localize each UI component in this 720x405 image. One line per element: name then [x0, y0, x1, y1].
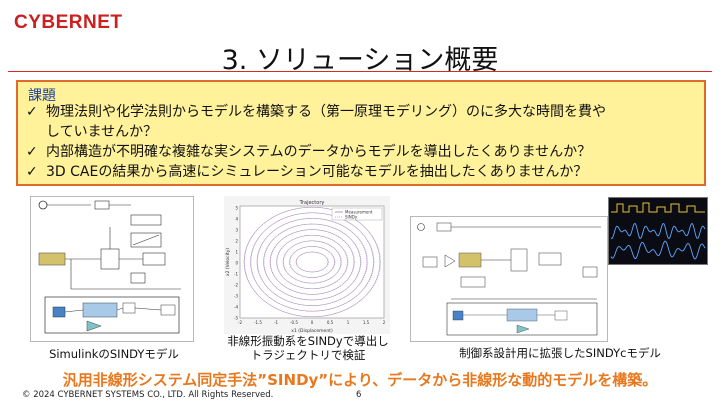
y-tick-label: 3 — [235, 228, 238, 233]
trajectory-plot: Trajectory Measurement SINDy -2 -1.5 -1 -0.… — [224, 196, 390, 334]
figure-caption-simulink-sindy: SimulinkのSINDYモデル — [49, 347, 179, 361]
x-axis-label: x1 (Displacement) — [291, 328, 333, 334]
plot-legend — [331, 207, 383, 221]
simulink-sindy-model-figure — [30, 196, 194, 342]
sindyc-block-diagram — [417, 222, 601, 336]
x-tick-label: 1 — [347, 320, 350, 325]
issue-text: 物理法則や化学法則からモデルを構築する（第一原理モデリング）のに多大な時間を費や — [46, 104, 606, 120]
issues-box: 課題 ✓ 物理法則や化学法則からモデルを構築する（第一原理モデリング）のに多大な時… — [16, 80, 706, 186]
copyright-footer: © 2024 CYBERNET SYSTEMS CO., LTD. All Ri… — [22, 390, 274, 400]
trajectory-plot-figure: Trajectory Measurement SINDy -2 -1.5 -1 -0.… — [224, 196, 390, 334]
title-divider — [8, 71, 712, 72]
x-tick-label: 1.5 — [363, 320, 370, 325]
sindy-trajectory — [270, 229, 355, 295]
caption-line-1: 非線形振動系をSINDyで導出し — [227, 334, 389, 348]
y-tick-label: -2 — [234, 283, 238, 288]
y-tick-label: -3 — [234, 294, 238, 299]
issue-item-3: ✓ 3D CAEの結果から高速にシミュレーション可能なモデルを抽出したくありません… — [26, 162, 696, 182]
y-tick-label: 5 — [235, 206, 238, 211]
x-tick-label: 0.5 — [327, 320, 334, 325]
legend-label-measurement: Measurement — [345, 210, 373, 215]
issue-item-2: ✓ 内部構造が不明確な複雑な実システムのデータからモデルを導出したくありませんか？ — [26, 142, 696, 162]
y-tick-label: -5 — [234, 316, 238, 321]
legend-label-sindy: SINDy — [345, 215, 358, 220]
figure-caption-sindyc: 制御系設計用に拡張したSINDYcモデル — [459, 346, 661, 360]
sindyc-model-figure — [410, 216, 608, 342]
sindy-trajectory — [276, 234, 349, 290]
check-icon: ✓ — [26, 144, 38, 160]
measurement-trajectory — [289, 246, 335, 278]
sindy-trajectory — [250, 212, 375, 312]
scope-signals — [610, 202, 706, 260]
issue-item-1: ✓ 物理法則や化学法則からモデルを構築する（第一原理モデリング）のに多大な時間を費… — [26, 102, 696, 142]
figure-caption-trajectory: 非線形振動系をSINDyで導出し トラジェクトリで検証 — [216, 334, 400, 362]
y-tick-label: 1 — [235, 250, 238, 255]
scope-signals-inset — [608, 197, 708, 265]
company-logo: CYBERNET — [14, 12, 123, 33]
x-tick-label: -2 — [238, 320, 242, 325]
x-tick-label: 2 — [383, 320, 386, 325]
sindy-trajectory — [283, 240, 342, 284]
issue-text: 内部構造が不明確な複雑な実システムのデータからモデルを導出したくありませんか？ — [46, 144, 592, 160]
y-tick-label: -1 — [234, 272, 238, 277]
issue-text: していませんか？ — [46, 124, 158, 140]
y-tick-label: 0 — [235, 261, 238, 266]
x-tick-label: 0 — [311, 320, 314, 325]
sindy-trajectory — [289, 246, 336, 278]
page-number: 6 — [356, 390, 362, 400]
simulink-block-diagram — [38, 200, 181, 334]
y-tick-label: 4 — [235, 217, 238, 222]
sindy-trajectory — [244, 206, 381, 318]
measurement-trajectory — [295, 251, 329, 273]
check-icon: ✓ — [26, 164, 38, 180]
caption-line-2: トラジェクトリで検証 — [250, 348, 366, 362]
y-tick-label: -4 — [234, 305, 238, 310]
issues-heading: 課題 — [28, 88, 56, 104]
slide-title: 3. ソリューション概要 — [221, 45, 499, 76]
y-tick-label: 2 — [235, 239, 238, 244]
plot-title: Trajectory — [299, 200, 325, 206]
x-tick-label: -1.5 — [254, 320, 262, 325]
summary-statement: 汎用非線形システム同定手法”SINDy”により、データから非線形な動的モデルを構… — [62, 371, 658, 389]
sindy-trajectory — [257, 218, 368, 306]
x-tick-label: -0.5 — [290, 320, 298, 325]
sindy-trajectory — [296, 251, 329, 273]
x-tick-label: -1 — [274, 320, 278, 325]
check-icon: ✓ — [26, 104, 38, 120]
sindy-trajectory — [263, 223, 362, 301]
measurement-trajectory — [269, 229, 355, 295]
issue-text: 3D CAEの結果から高速にシミュレーション可能なモデルを抽出したくありませんか… — [46, 164, 588, 180]
y-axis-label: x2 (Velocity) — [225, 248, 231, 276]
